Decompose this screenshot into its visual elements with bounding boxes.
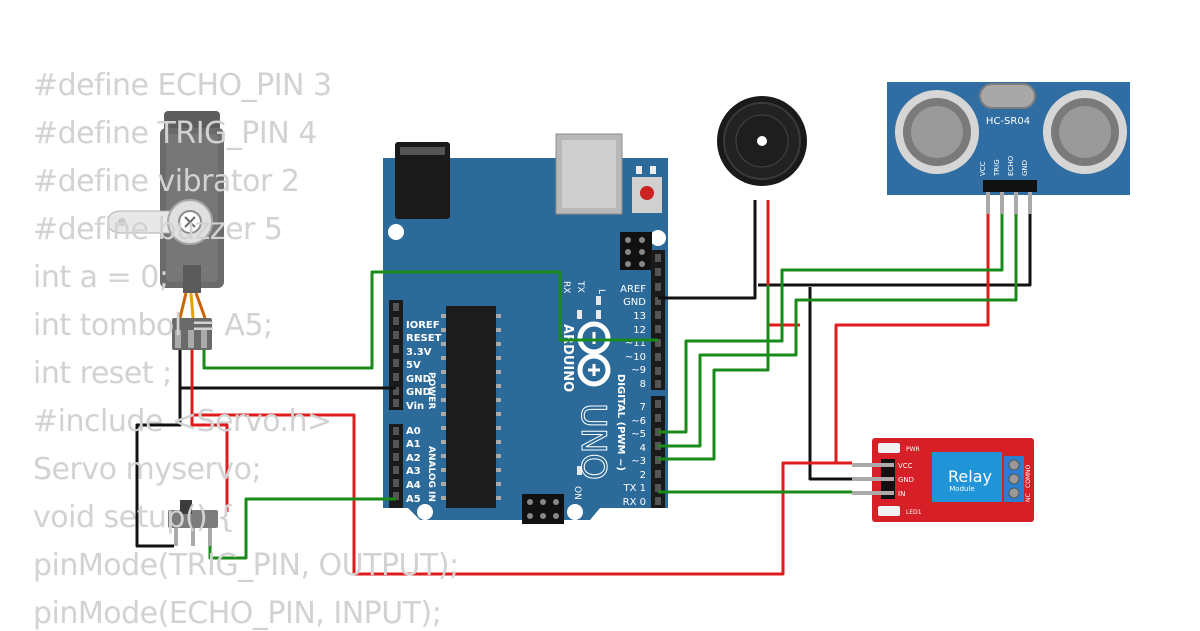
- relay-pin-gnd: GND: [898, 476, 914, 484]
- pin-5: ~5: [631, 429, 646, 440]
- pin-gnd-1: GND: [406, 374, 431, 385]
- pin-7: 7: [640, 402, 646, 413]
- code-line: #define ECHO_PIN 3: [33, 68, 332, 103]
- piezo-buzzer[interactable]: [717, 96, 807, 186]
- sensor-pin-vcc: VCC: [979, 161, 987, 176]
- code-line: pinMode(ECHO_PIN, INPUT);: [33, 596, 442, 631]
- power-label: POWER: [426, 372, 436, 409]
- pin-12: 12: [633, 325, 646, 336]
- pin-8: 8: [640, 379, 646, 390]
- digital-header-lower: [651, 396, 665, 508]
- code-line: #define vibrator 2: [33, 164, 300, 199]
- wire-servo-signal: [202, 270, 658, 370]
- sensor-transducer-left: [895, 90, 979, 174]
- relay-pwr-label: PWR: [906, 446, 920, 453]
- digital-label: DIGITAL (PWM ~): [615, 374, 626, 471]
- pin-5v: 5V: [406, 360, 421, 371]
- pin-a3: A3: [406, 466, 421, 477]
- code-line: pinMode(TRIG_PIN, OUTPUT);: [33, 548, 459, 583]
- code-line: int tombol = A5;: [33, 308, 273, 343]
- slide-switch[interactable]: [168, 500, 218, 546]
- relay-terminal-com: COM: [1025, 474, 1032, 488]
- wire-5v-red: [192, 413, 852, 576]
- relay-module[interactable]: Relay Module NO COM NC PWR LED1 VCC GND …: [852, 438, 1034, 522]
- relay-subtitle: Module: [949, 485, 974, 493]
- wire-sensor-gnd: [758, 214, 1032, 287]
- code-line: #define TRIG_PIN 4: [33, 116, 317, 151]
- pin-9: ~9: [631, 365, 646, 376]
- servo-motor[interactable]: [107, 111, 224, 350]
- relay-pin-in: IN: [898, 490, 905, 498]
- arduino-uno-board: ARDUINO UNO ON TX RX L DIGITAL (PWM ~) P…: [383, 133, 668, 524]
- wire-sensor-echo: [658, 214, 1018, 448]
- relay-terminal-nc: NC: [1025, 493, 1032, 502]
- sensor-pin-gnd: GND: [1021, 160, 1029, 176]
- l-label: L: [596, 289, 606, 294]
- code-line: int a = 0;: [33, 260, 169, 295]
- wire-switch-gnd: [135, 388, 182, 548]
- relay-title: Relay: [948, 467, 992, 486]
- ultrasonic-sensor[interactable]: HC-SR04 VCC TRIG ECHO GND: [887, 82, 1130, 214]
- pin-3v3: 3.3V: [406, 347, 432, 358]
- pin-gnd-2: GND: [406, 387, 431, 398]
- analog-label: ANALOG IN: [426, 446, 436, 502]
- sensor-name: HC-SR04: [986, 116, 1030, 127]
- board-brand: ARDUINO: [560, 324, 575, 392]
- wire-sensor-trig: [658, 214, 1004, 434]
- pin-gnd-3: GND: [623, 297, 646, 308]
- digital-header-upper: [651, 250, 665, 390]
- sensor-pin-trig: TRIG: [993, 159, 1001, 177]
- pin-1: TX 1: [623, 483, 647, 494]
- tx-label: TX: [575, 280, 585, 293]
- code-line: #include <Servo.h>: [33, 404, 332, 439]
- relay-terminal-no: NO: [1025, 465, 1032, 474]
- pin-4: 4: [640, 443, 646, 454]
- code-line: void setup() {: [33, 500, 235, 535]
- wire-servo-vcc: [190, 350, 229, 512]
- pin-11: ~11: [625, 338, 646, 349]
- pin-6: ~6: [631, 416, 646, 427]
- wire-sensor-vcc: [834, 214, 990, 464]
- pin-ioref: IOREF: [406, 320, 440, 331]
- code-line: #define buzzer 5: [33, 212, 283, 247]
- wires: [135, 200, 1032, 576]
- code-line: Servo myservo;: [33, 452, 262, 487]
- pin-10: ~10: [625, 352, 646, 363]
- pin-reset: RESET: [406, 333, 442, 344]
- code-line: int reset ;: [33, 356, 172, 391]
- pin-vin: Vin: [406, 401, 424, 412]
- pin-a1: A1: [406, 439, 421, 450]
- pin-a4: A4: [406, 480, 421, 491]
- sensor-transducer-right: [1043, 90, 1127, 174]
- pin-13: 13: [633, 311, 646, 322]
- relay-led-label: LED1: [906, 509, 922, 516]
- dc-jack: [395, 142, 450, 219]
- wire-buzzer-pin5: [658, 285, 770, 461]
- wire-buzzer-gnd: [658, 200, 757, 300]
- wire-relay-gnd: [808, 287, 852, 481]
- pin-3: ~3: [631, 456, 646, 467]
- pin-a0: A0: [406, 426, 421, 437]
- power-header: [389, 300, 403, 410]
- arduino-logo: [577, 321, 611, 387]
- rx-label: RX: [561, 281, 571, 293]
- on-label: ON: [572, 486, 582, 500]
- pin-a5: A5: [406, 494, 421, 505]
- sensor-pin-echo: ECHO: [1007, 155, 1015, 176]
- pin-2: 2: [640, 470, 646, 481]
- wire-switch-a5: [208, 497, 396, 560]
- relay-block: [932, 452, 1002, 502]
- relay-pin-vcc: VCC: [898, 462, 913, 470]
- pin-a2: A2: [406, 453, 421, 464]
- pin-0: RX 0: [623, 497, 646, 508]
- pin-aref: AREF: [620, 284, 646, 295]
- microcontroller-chip: [446, 306, 496, 508]
- board-model: UNO: [573, 403, 613, 480]
